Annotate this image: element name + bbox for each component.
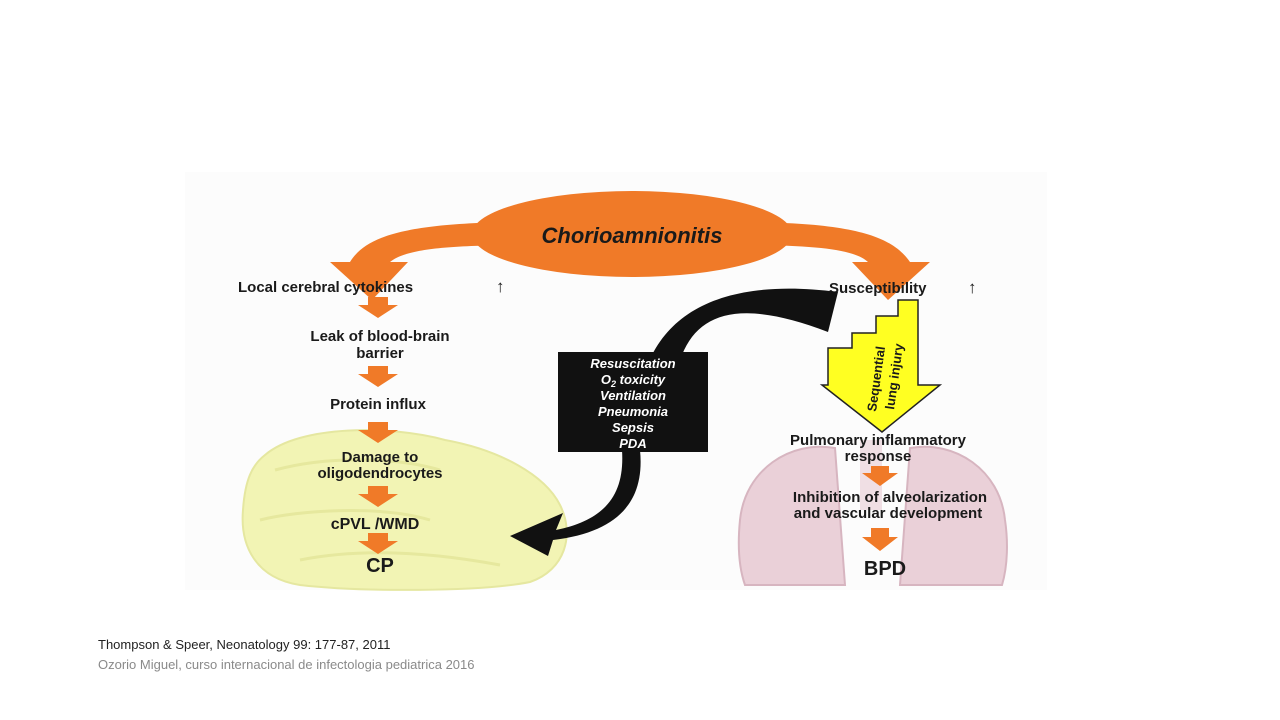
sepsis-label: Sepsis (612, 420, 654, 435)
citation-secondary: Ozorio Miguel, curso internacional de in… (98, 657, 475, 672)
sequential-lung-injury-arrow: Sequential lung injury (819, 299, 943, 433)
cytokines-up-arrow-icon: ↑ (496, 277, 505, 296)
down-arrow-icon (358, 366, 398, 387)
o2-prefix: O (601, 372, 611, 387)
ventilation-label: Ventilation (600, 388, 666, 403)
down-arrow-icon (358, 422, 398, 443)
o2-suffix: toxicity (616, 372, 666, 387)
brain-image (241, 429, 568, 591)
susceptibility-label: Susceptibility (829, 280, 927, 297)
insult-box (558, 352, 708, 452)
pulmonary-label-1: Pulmonary inflammatory (790, 432, 967, 449)
insult-arrows (510, 288, 838, 556)
chorioamnionitis-label: Chorioamnionitis (542, 223, 723, 248)
citation-primary: Thompson & Speer, Neonatology 99: 177-87… (98, 637, 391, 652)
down-arrow-icon (862, 466, 898, 486)
damage-label-2: oligodendrocytes (317, 465, 442, 482)
leak-label-2: barrier (356, 345, 404, 362)
pda-label: PDA (619, 436, 646, 451)
o2-toxicity-label: O2 toxicity (601, 372, 666, 389)
damage-label-1: Damage to (342, 449, 419, 466)
inhibition-label-1: Inhibition of alveolarization (793, 489, 987, 506)
down-arrow-icon (358, 486, 398, 507)
lung-image (737, 440, 1008, 586)
cpvl-label: cPVL /WMD (331, 516, 420, 533)
chorioamnionitis-ellipse (472, 191, 792, 277)
down-arrow-icon (358, 533, 398, 554)
pulmonary-label-2: response (845, 448, 912, 465)
o2-subscript: 2 (610, 379, 616, 389)
resuscitation-label: Resuscitation (590, 356, 675, 371)
down-arrow-icon (862, 528, 898, 551)
pneumonia-label: Pneumonia (598, 404, 668, 419)
protein-label: Protein influx (330, 396, 426, 413)
susceptibility-up-arrow-icon: ↑ (968, 278, 977, 297)
down-arrow-icon (358, 297, 398, 318)
cp-label: CP (366, 555, 394, 577)
inhibition-label-2: and vascular development (794, 505, 982, 522)
cytokines-label: Local cerebral cytokines (238, 279, 413, 296)
bpd-label: BPD (864, 558, 906, 580)
leak-label-1: Leak of blood-brain (310, 328, 449, 345)
